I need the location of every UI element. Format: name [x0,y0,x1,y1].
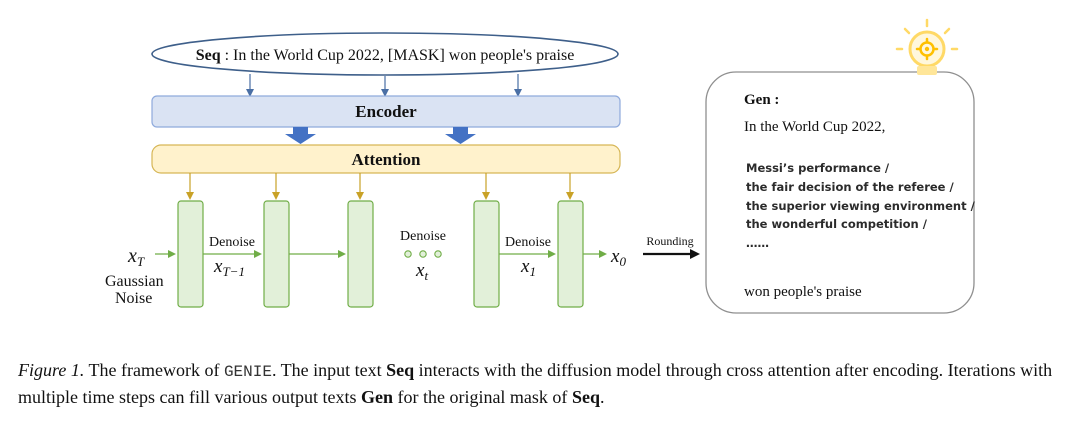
encoder-to-attention-arrows [285,127,476,144]
step-block [177,200,204,308]
seq-text: Seq : In the World Cup 2022, [MASK] won … [196,47,575,64]
noise-label: Noise [115,290,152,307]
seq-ellipse [151,32,619,76]
encoder-block: Encoder [151,95,621,128]
seq-input: Seq : In the World Cup 2022, [MASK] won … [151,32,619,76]
genie-name: GENIE [223,363,272,381]
gen-option: the superior viewing environment / [746,199,976,213]
gen-option: the fair decision of the referee / [746,180,954,194]
ellipsis-dots [404,250,442,258]
gen-last: won people's praise [744,284,862,300]
gen-title: Gen : [744,92,779,108]
step-block [473,200,500,308]
x-T-label: xT [127,245,145,269]
gaussian-label: Gaussian [105,273,164,290]
seq-to-encoder-arrows [246,74,522,97]
step-block [347,200,374,308]
genie-framework-diagram: Seq : In the World Cup 2022, [MASK] won … [105,18,976,314]
caption-gen: Gen [360,387,393,407]
caption-text: interacts with the diffusion model throu… [18,360,1053,407]
denoise-label-2: Denoise [505,235,551,250]
caption-text: . [599,387,605,407]
encoder-label: Encoder [355,102,417,121]
noise-input: xT Gaussian Noise [105,245,164,307]
gen-option: Messi’s performance / [746,161,890,175]
denoise-label-1: Denoise [209,235,255,250]
rounding-step: Rounding [643,234,700,259]
figure-label: Figure 1. [18,360,85,380]
figure-caption: Figure 1. The framework of GENIE. The in… [18,358,1068,410]
caption-text: for the original mask of [392,387,572,407]
x-T-minus-1-label: xT−1 [213,256,245,279]
lightbulb-gear-icon [895,18,959,75]
attention-label: Attention [352,150,421,169]
caption-text: . The input text [271,360,387,380]
x-t-label: xt [415,260,428,283]
attention-to-steps-arrows [186,173,574,200]
step-block [557,200,584,308]
gen-option: the wonderful competition / [746,217,928,231]
denoise-label-mid: Denoise [400,229,446,244]
gen-line1: In the World Cup 2022, [744,119,885,135]
caption-seq: Seq [386,360,415,380]
denoise-steps [177,200,584,308]
x-0-label: x0 [610,246,626,269]
gen-option: …… [746,236,769,250]
caption-text: The framework of [84,360,224,380]
x-1-label: x1 [520,256,536,279]
rounding-label: Rounding [646,234,693,248]
attention-block: Attention [151,144,621,174]
gen-output-box: Gen : In the World Cup 2022, Messi’s per… [705,71,976,314]
caption-seq: Seq [571,387,600,407]
step-block [263,200,290,308]
